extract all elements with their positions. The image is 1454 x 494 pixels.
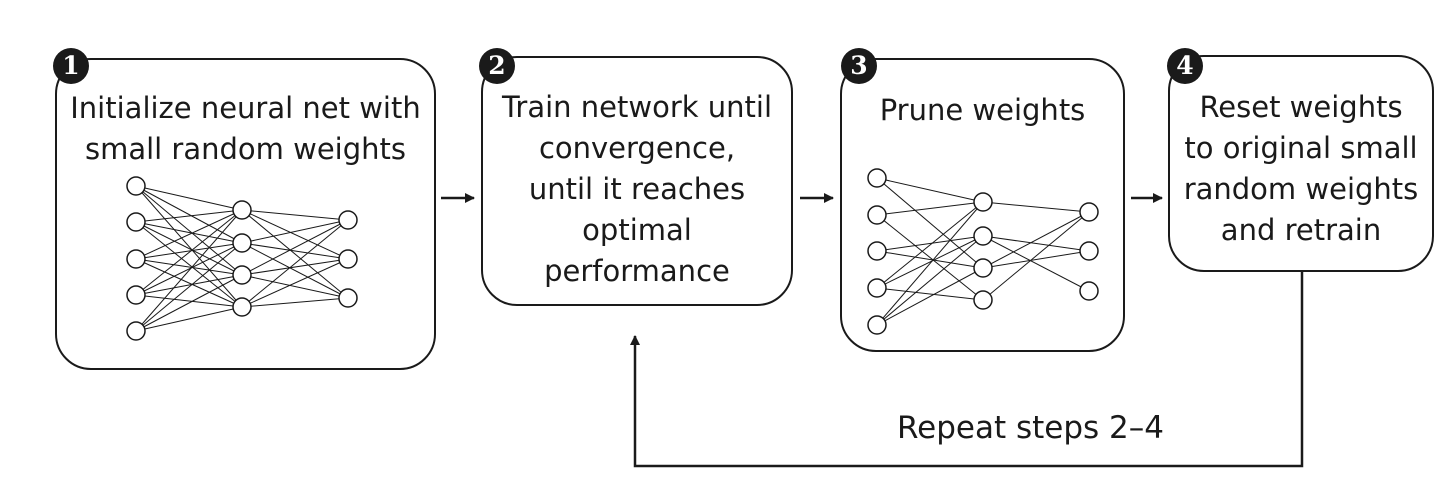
network-node [232, 233, 252, 253]
network-connection [135, 185, 243, 276]
network-node [232, 297, 252, 317]
network-connection [135, 242, 243, 332]
network-connection [241, 209, 349, 299]
network-connection [135, 185, 243, 308]
network-node [867, 205, 887, 225]
network-connection [241, 242, 349, 260]
network-node [867, 241, 887, 261]
network-connection [982, 235, 1090, 292]
network-connection [982, 250, 1090, 269]
network-connection [135, 274, 243, 296]
network-node [973, 258, 993, 278]
network-connection [241, 209, 349, 221]
network-node [973, 192, 993, 212]
step-2-text: Train network until convergence, until i… [501, 90, 773, 288]
network-connection [241, 274, 349, 299]
network-connection [876, 201, 984, 326]
repeat-steps-label: Repeat steps 2–4 [897, 410, 1164, 446]
network-node [126, 212, 146, 232]
network-node [1079, 241, 1099, 261]
network-node [1079, 281, 1099, 301]
full-network-illustration [126, 176, 358, 341]
network-connection [876, 250, 984, 269]
step-4-badge: 4 [1167, 48, 1203, 84]
network-connection [241, 219, 349, 276]
network-node [338, 249, 358, 269]
network-connection [241, 258, 349, 308]
network-connection [982, 201, 1090, 213]
network-node [232, 265, 252, 285]
network-connection [135, 258, 243, 276]
pruned-network-illustration [867, 168, 1099, 335]
network-connection [876, 235, 984, 252]
network-connection [241, 297, 349, 308]
network-connection [876, 201, 984, 289]
network-connection [135, 221, 243, 276]
network-connection [876, 177, 984, 269]
step-1-text: Initialize neural net with small random … [70, 91, 421, 166]
network-connection [241, 219, 349, 244]
step-1-badge: 1 [53, 48, 89, 84]
network-connection [135, 185, 243, 244]
network-connection [135, 209, 243, 223]
network-connection [982, 235, 1090, 252]
network-node [232, 200, 252, 220]
network-connection [876, 287, 984, 301]
step-2-box: Train network until convergence, until i… [481, 56, 793, 306]
network-connection [876, 201, 984, 216]
network-connection [876, 235, 984, 289]
network-connection [135, 242, 243, 260]
network-node [1079, 202, 1099, 222]
step-3-badge: 3 [841, 48, 877, 84]
network-connection [241, 219, 349, 308]
network-connection [135, 274, 243, 332]
network-connection [135, 209, 243, 260]
network-node [126, 285, 146, 305]
network-connection [876, 214, 984, 301]
network-connection [876, 267, 984, 326]
network-connection [135, 221, 243, 308]
repeat-loop-arrow [630, 272, 1304, 468]
network-node [867, 278, 887, 298]
network-connection [876, 177, 984, 203]
network-connection [135, 306, 243, 332]
network-connection [241, 242, 349, 299]
network-connection [135, 209, 243, 332]
network-node [126, 176, 146, 196]
step-1-box: Initialize neural net with small random … [55, 58, 436, 370]
network-node [338, 210, 358, 230]
network-connection [135, 209, 243, 296]
step-4-box: Reset weights to original small random w… [1168, 55, 1434, 272]
network-node [867, 168, 887, 188]
network-connection [135, 258, 243, 308]
network-node [867, 315, 887, 335]
network-connection [135, 294, 243, 308]
network-connection [982, 211, 1090, 301]
network-node [973, 290, 993, 310]
network-node [126, 249, 146, 269]
network-connection [135, 221, 243, 244]
network-connection [241, 209, 349, 260]
network-connection [135, 185, 243, 211]
network-connection [982, 211, 1090, 269]
network-node [126, 321, 146, 341]
step-4-text: Reset weights to original small random w… [1183, 90, 1419, 247]
network-node [973, 226, 993, 246]
network-node [338, 288, 358, 308]
network-connection [135, 242, 243, 296]
step-3-text: Prune weights [879, 93, 1086, 127]
step-2-badge: 2 [479, 48, 515, 84]
network-connection [241, 258, 349, 276]
network-connection [876, 235, 984, 326]
